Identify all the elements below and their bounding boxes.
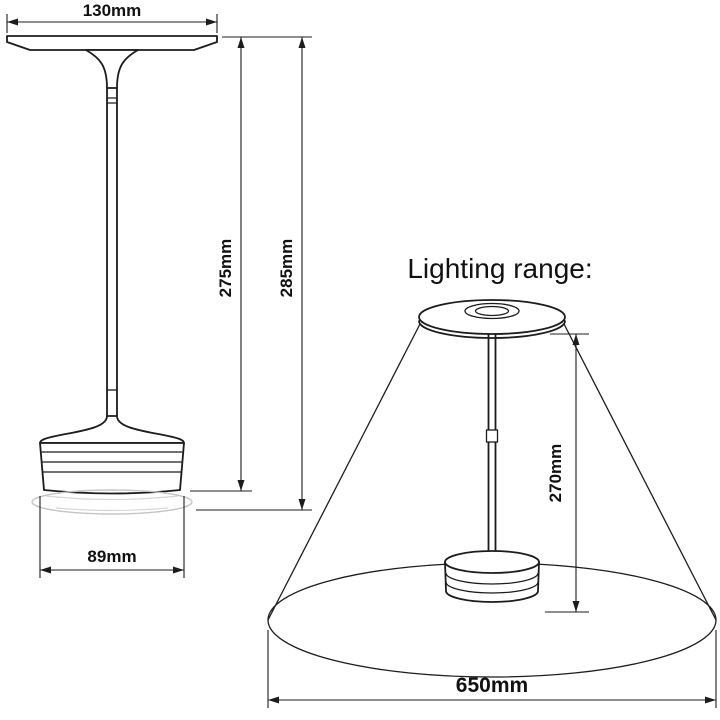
dim-total-height: 285mm (196, 36, 312, 511)
lamp-base-ridges (40, 451, 184, 473)
extension-lines (545, 333, 589, 613)
lamp-head-side (6, 35, 218, 51)
lamp-perspective-view (418, 299, 566, 603)
lamp-led-ring-outer (464, 302, 520, 320)
dim-total-height-label: 285mm (277, 239, 296, 298)
dim-base-width: 89mm (39, 496, 185, 578)
lamp-base-side (39, 442, 185, 495)
lamp-base-reflection (31, 489, 193, 515)
light-cone-right-edge (563, 323, 717, 621)
dim-lamp-height-label: 270mm (546, 444, 565, 503)
dim-base-width-label: 89mm (87, 547, 136, 566)
lamp-base-perspective-top (444, 550, 540, 574)
lamp-stem-joint-upper (107, 97, 117, 104)
lamp-base-perspective-ridges (445, 572, 539, 594)
lamp-stem-flare-side (39, 415, 185, 444)
dim-head-width-label: 130mm (83, 1, 142, 20)
lamp-stem-joint-perspective (485, 429, 499, 443)
lamp-head-top (418, 299, 566, 335)
light-cone-left-edge (267, 323, 421, 621)
dim-body-height: 275mm (190, 37, 252, 492)
lighting-range-title: Lighting range: (407, 253, 592, 284)
dim-light-diameter: 650mm (267, 630, 717, 708)
lamp-head-rim (418, 320, 566, 339)
dim-light-diameter-label: 650mm (456, 674, 528, 697)
extension-lines (196, 36, 312, 511)
dim-lamp-height: 270mm (545, 333, 589, 613)
lighting-range-view: Lighting range: (267, 253, 717, 708)
extension-lines (267, 630, 717, 708)
extension-lines (39, 496, 185, 578)
lamp-side-view (6, 35, 218, 515)
lamp-led-ring-inner (474, 305, 510, 317)
lamp-neck-side (85, 49, 139, 89)
lamp-stem-perspective (487, 332, 497, 559)
dim-head-width: 130mm (6, 1, 218, 33)
lamp-stem-side (106, 87, 118, 417)
dim-body-height-label: 275mm (216, 239, 235, 298)
